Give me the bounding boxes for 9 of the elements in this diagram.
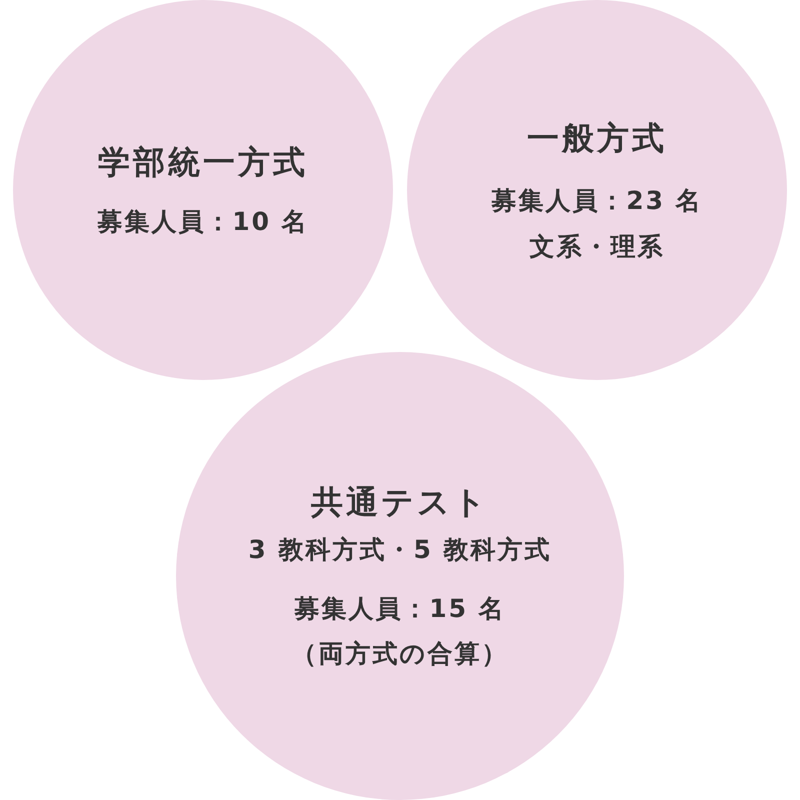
circle-text: 文系・理系 (530, 232, 664, 260)
circle-text: 募集人員：10 名 (97, 207, 309, 236)
circle-title: 共通テスト (311, 484, 489, 520)
circle-text: 3 教科方式・5 教科方式 (248, 535, 552, 564)
circle-title: 一般方式 (527, 120, 667, 156)
circle-text: 募集人員：23 名 (491, 186, 703, 214)
circle-text: 募集人員：15 名 (294, 594, 506, 623)
circle-title: 学部統一方式 (98, 144, 308, 180)
circle-text: （両方式の合算） (292, 639, 508, 668)
